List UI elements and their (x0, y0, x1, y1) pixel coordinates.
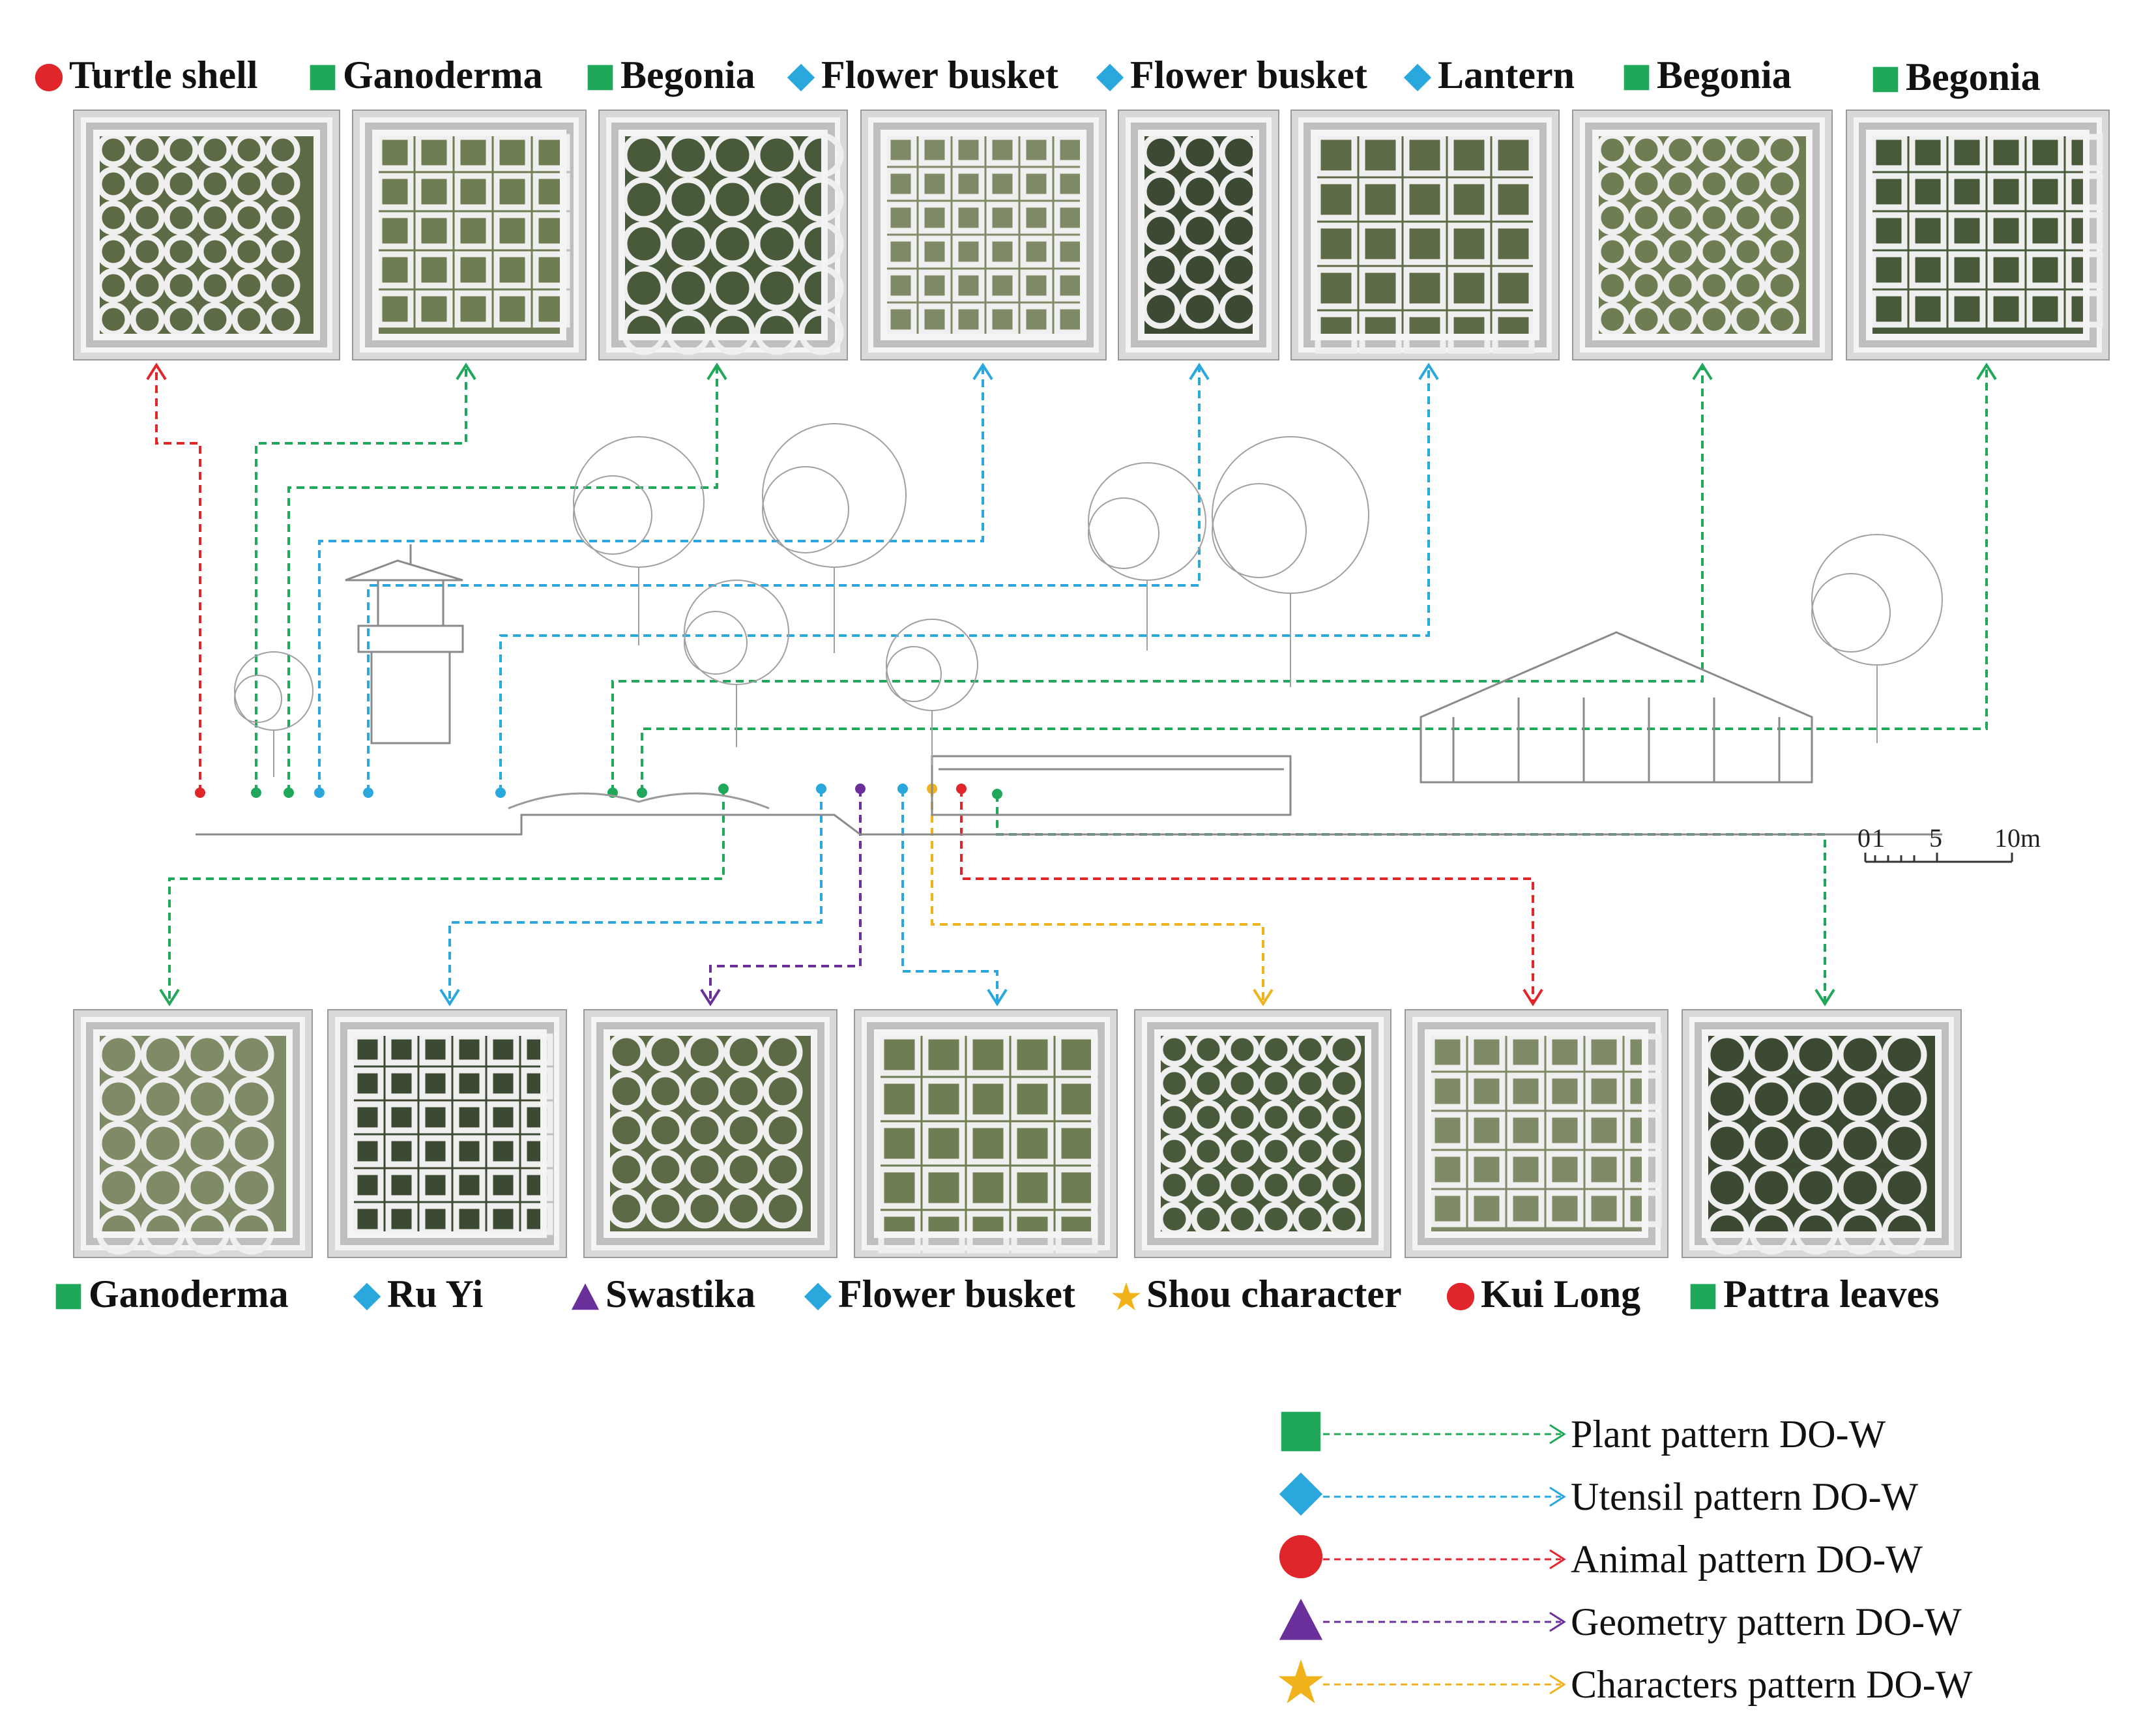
window-photo-begonia-3 (1846, 110, 2110, 360)
window-photo-ganoderma-bottom (73, 1009, 313, 1258)
legend-plant: Plant pattern DO-W (1277, 1408, 1886, 1460)
lattice-pattern (855, 1010, 1116, 1257)
lattice-pattern (1119, 111, 1278, 359)
window-photo-ganoderma (352, 110, 587, 360)
bottom-label-shou-character: Shou character (1111, 1274, 1402, 1314)
window-photo-shou-character (1134, 1009, 1391, 1258)
star-marker-icon (1111, 1279, 1141, 1311)
bottom-label-pattra-leaves: Pattra leaves (1688, 1274, 1940, 1314)
legend-utensil-arrow (1279, 1472, 1566, 1516)
square-marker-icon (1622, 60, 1652, 91)
diamond-marker-icon (786, 60, 816, 92)
legend-animal-arrow (1279, 1535, 1566, 1579)
square-marker-icon (1688, 1279, 1718, 1310)
scale-bar: 0 1 5 10m (1852, 823, 2041, 875)
square-marker-icon (308, 60, 338, 91)
legend-animal: Animal pattern DO-W (1277, 1533, 1923, 1585)
legend-characters-arrow (1278, 1659, 1566, 1704)
window-photo-begonia-2 (1572, 110, 1833, 360)
bottom-label-swastika: Swastika (570, 1274, 755, 1314)
top-label-turtle-shell: Turtle shell (34, 55, 257, 95)
garden-elevation-drawing (196, 423, 1943, 836)
legend-utensil: Utensil pattern DO-W (1277, 1471, 1918, 1523)
top-label-begonia-1: Begonia (585, 55, 755, 95)
square-marker-icon (53, 1279, 83, 1310)
window-photo-swastika (583, 1009, 838, 1258)
diamond-marker-icon (352, 1279, 382, 1311)
triangle-marker-icon (570, 1279, 600, 1310)
scale-bar-ruler (1864, 853, 2013, 863)
bottom-label-flower-busket: Flower busket (803, 1274, 1075, 1314)
top-label-flower-busket-2: Flower busket (1095, 55, 1367, 95)
lattice-pattern (353, 111, 585, 359)
square-marker-icon (585, 60, 615, 91)
lattice-pattern (1573, 111, 1831, 359)
window-photo-ru-yi (327, 1009, 567, 1258)
diamond-marker-icon (1095, 60, 1125, 92)
top-label-lantern: Lantern (1403, 55, 1575, 95)
bottom-label-ru-yi: Ru Yi (352, 1274, 483, 1314)
lattice-pattern (74, 1010, 312, 1257)
diamond-marker-icon (1403, 60, 1433, 92)
window-photo-lantern (1290, 110, 1560, 360)
lattice-pattern (74, 111, 339, 359)
legend-plant-arrow (1281, 1411, 1566, 1452)
lattice-pattern (1847, 111, 2108, 359)
top-label-begonia-2: Begonia (1622, 55, 1792, 95)
scale-tick-0: 0 (1857, 823, 1871, 853)
lattice-pattern (1683, 1010, 1960, 1257)
window-photo-flower-busket-bottom (854, 1009, 1118, 1258)
top-label-ganoderma: Ganoderma (308, 55, 543, 95)
window-photo-flower-busket-1 (860, 110, 1107, 360)
diamond-marker-icon (803, 1279, 833, 1311)
circle-marker-icon (1446, 1279, 1476, 1311)
legend-characters: Characters pattern DO-W (1277, 1658, 1972, 1711)
lattice-pattern (585, 1010, 836, 1257)
window-photo-begonia-1 (598, 110, 848, 360)
top-label-begonia-3: Begonia (1871, 57, 2041, 96)
window-photo-flower-busket-2 (1118, 110, 1279, 360)
legend-geometry-arrow (1279, 1598, 1566, 1640)
lattice-pattern (1292, 111, 1558, 359)
legend-geometry: Geometry pattern DO-W (1277, 1596, 1962, 1648)
lattice-pattern (600, 111, 847, 359)
lattice-pattern (328, 1010, 566, 1257)
lattice-pattern (862, 111, 1105, 359)
circle-marker-icon (34, 60, 64, 92)
window-photo-kui-long (1405, 1009, 1668, 1258)
lattice-pattern (1406, 1010, 1667, 1257)
window-photo-pattra-leaves (1682, 1009, 1962, 1258)
top-label-flower-busket-1: Flower busket (786, 55, 1058, 95)
bottom-label-ganoderma: Ganoderma (53, 1274, 289, 1314)
scale-tick-1: 1 (1872, 823, 1885, 853)
bottom-label-kui-long: Kui Long (1446, 1274, 1640, 1314)
scale-tick-10m: 10m (1994, 823, 2041, 853)
window-photo-turtle-shell (73, 110, 340, 360)
scale-tick-5: 5 (1929, 823, 1942, 853)
square-marker-icon (1871, 62, 1901, 93)
lattice-pattern (1135, 1010, 1390, 1257)
